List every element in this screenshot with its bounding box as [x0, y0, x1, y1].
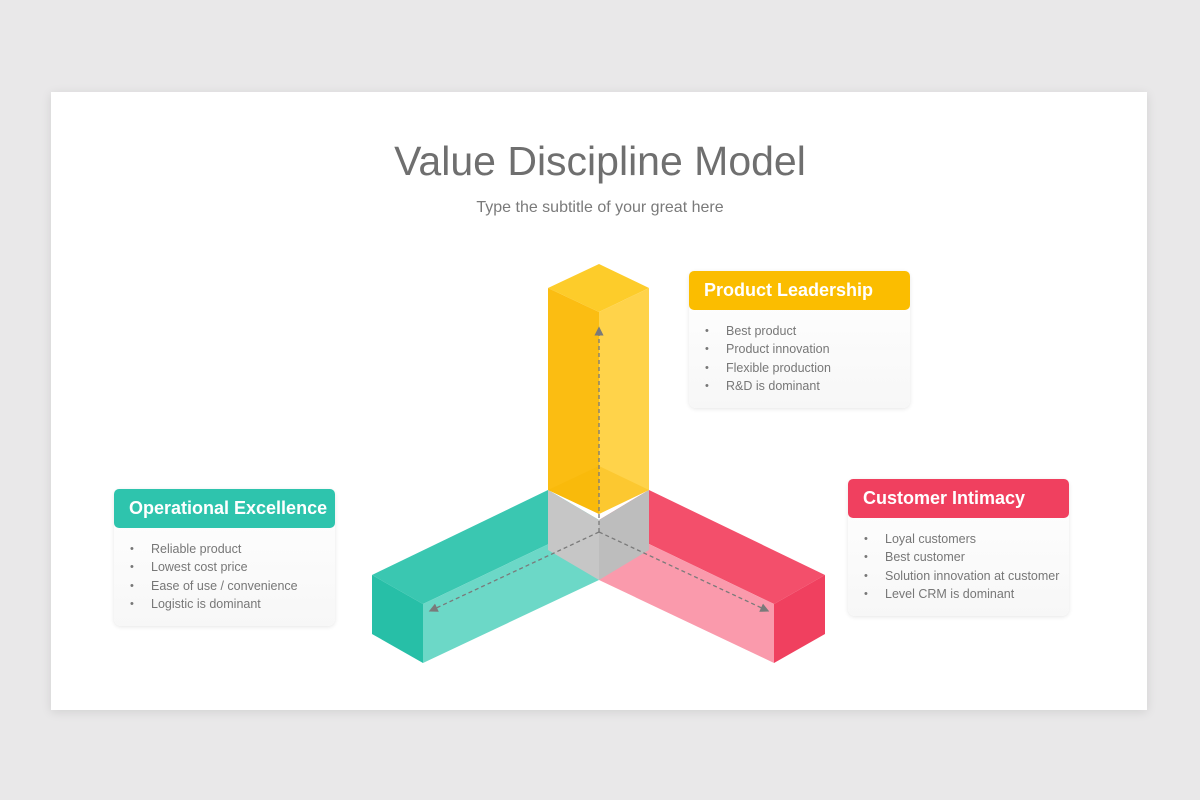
center-cube [548, 490, 649, 580]
list-item: Reliable product [130, 540, 335, 559]
list-item: Best product [705, 322, 910, 341]
operational-excellence-card: Operational Excellence Reliable product … [114, 489, 335, 626]
operational-excellence-bar [372, 490, 599, 663]
page-title: Value Discipline Model [394, 138, 806, 184]
operational-excellence-list: Reliable product Lowest cost price Ease … [114, 528, 335, 626]
list-item: Product innovation [705, 340, 910, 359]
list-item: Flexible production [705, 359, 910, 378]
operational-excellence-heading: Operational Excellence [114, 489, 335, 528]
list-item: Best customer [864, 548, 1069, 567]
product-leadership-card: Product Leadership Best product Product … [689, 271, 910, 408]
list-item: Logistic is dominant [130, 595, 335, 614]
list-item: Ease of use / convenience [130, 577, 335, 596]
list-item: Lowest cost price [130, 558, 335, 577]
page-subtitle: Type the subtitle of your great here [476, 199, 724, 216]
list-item: R&D is dominant [705, 377, 910, 396]
list-item: Level CRM is dominant [864, 585, 1069, 604]
customer-intimacy-heading: Customer Intimacy [848, 479, 1069, 518]
list-item: Loyal customers [864, 530, 1069, 549]
axis-arrows [428, 326, 770, 612]
product-leadership-list: Best product Product innovation Flexible… [689, 310, 910, 408]
customer-intimacy-list: Loyal customers Best customer Solution i… [848, 518, 1069, 616]
list-item: Solution innovation at customer [864, 567, 1069, 586]
customer-intimacy-card: Customer Intimacy Loyal customers Best c… [848, 479, 1069, 616]
product-leadership-heading: Product Leadership [689, 271, 910, 310]
customer-intimacy-bar [599, 490, 825, 663]
